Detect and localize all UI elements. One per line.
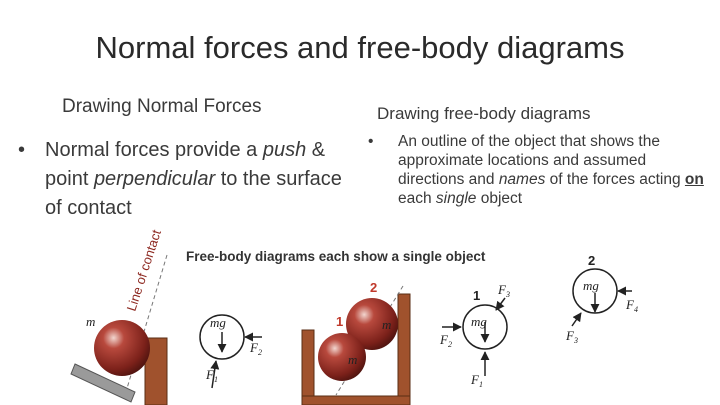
text-push: push <box>262 139 307 161</box>
ball-number-2: 2 <box>370 280 377 295</box>
arrow-f1 <box>210 360 220 389</box>
text-segment: & point <box>45 139 326 190</box>
text-segment: object <box>476 190 523 207</box>
line-of-contact-text: Line of contact <box>124 228 165 313</box>
label-f2: F2 <box>249 340 262 357</box>
ball-1 <box>318 333 366 381</box>
label-f1-ball1: F1 <box>470 372 483 389</box>
wall-block <box>144 337 168 405</box>
text-perpendicular: perpendicular <box>93 168 216 190</box>
container-bottom <box>301 395 411 405</box>
label-m-ball2: m <box>382 317 391 332</box>
container-right-wall <box>397 293 411 405</box>
left-heading: Drawing Normal Forces <box>62 96 262 117</box>
label-f2-ball1: F2 <box>439 332 452 349</box>
arrow-f3-ball2 <box>571 312 582 327</box>
text-segment: of the forces acting <box>545 171 685 188</box>
fbd-circle-ball2 <box>572 268 618 314</box>
fbd-number-2: 2 <box>588 253 595 268</box>
text-segment: Normal forces provide a <box>45 139 263 161</box>
line-of-contact-label: Line of contact <box>124 228 165 313</box>
right-bullet-text: An outline of the object that shows the … <box>398 132 708 208</box>
label-f4-ball2: F4 <box>625 297 638 314</box>
fbd-circle-left <box>199 314 245 360</box>
figure-caption: Free-body diagrams each show a single ob… <box>186 249 486 264</box>
right-bullet-block: • An outline of the object that shows th… <box>368 132 708 208</box>
text-segment: to the surface of contact <box>45 168 342 219</box>
text-single: single <box>435 190 477 207</box>
label-m-ball1: m <box>348 352 357 367</box>
ball-2 <box>346 298 398 350</box>
ramp-plank <box>70 363 136 403</box>
text-names: names <box>498 171 546 188</box>
right-heading: Drawing free-body diagrams <box>377 104 591 123</box>
ball-m-left <box>94 320 150 376</box>
bullet-marker: • <box>368 133 374 150</box>
page-title: Normal forces and free-body diagrams <box>95 30 625 65</box>
text-segment: each <box>398 190 436 207</box>
label-m-left: m <box>86 314 95 329</box>
text-on: on <box>684 171 704 188</box>
text-segment: An outline of the object that shows the … <box>398 133 660 188</box>
bullet-marker: • <box>18 139 26 161</box>
label-mg-ball2: mg <box>583 278 599 293</box>
fbd-circle-ball1 <box>462 304 508 350</box>
container-left-wall <box>301 329 315 405</box>
fbd-number-1: 1 <box>473 288 480 303</box>
arrow-f3-ball1 <box>495 297 506 311</box>
label-mg-ball1: mg <box>471 314 487 329</box>
label-f1: F1 <box>205 367 218 384</box>
left-bullet-text: Normal forces provide a push & point per… <box>45 136 363 223</box>
label-f3-ball2: F3 <box>565 328 578 345</box>
ball-number-1: 1 <box>336 314 343 329</box>
label-f3-ball1: F3 <box>497 282 510 299</box>
label-mg: mg <box>210 315 226 330</box>
left-bullet-block: • Normal forces provide a push & point p… <box>18 136 363 223</box>
